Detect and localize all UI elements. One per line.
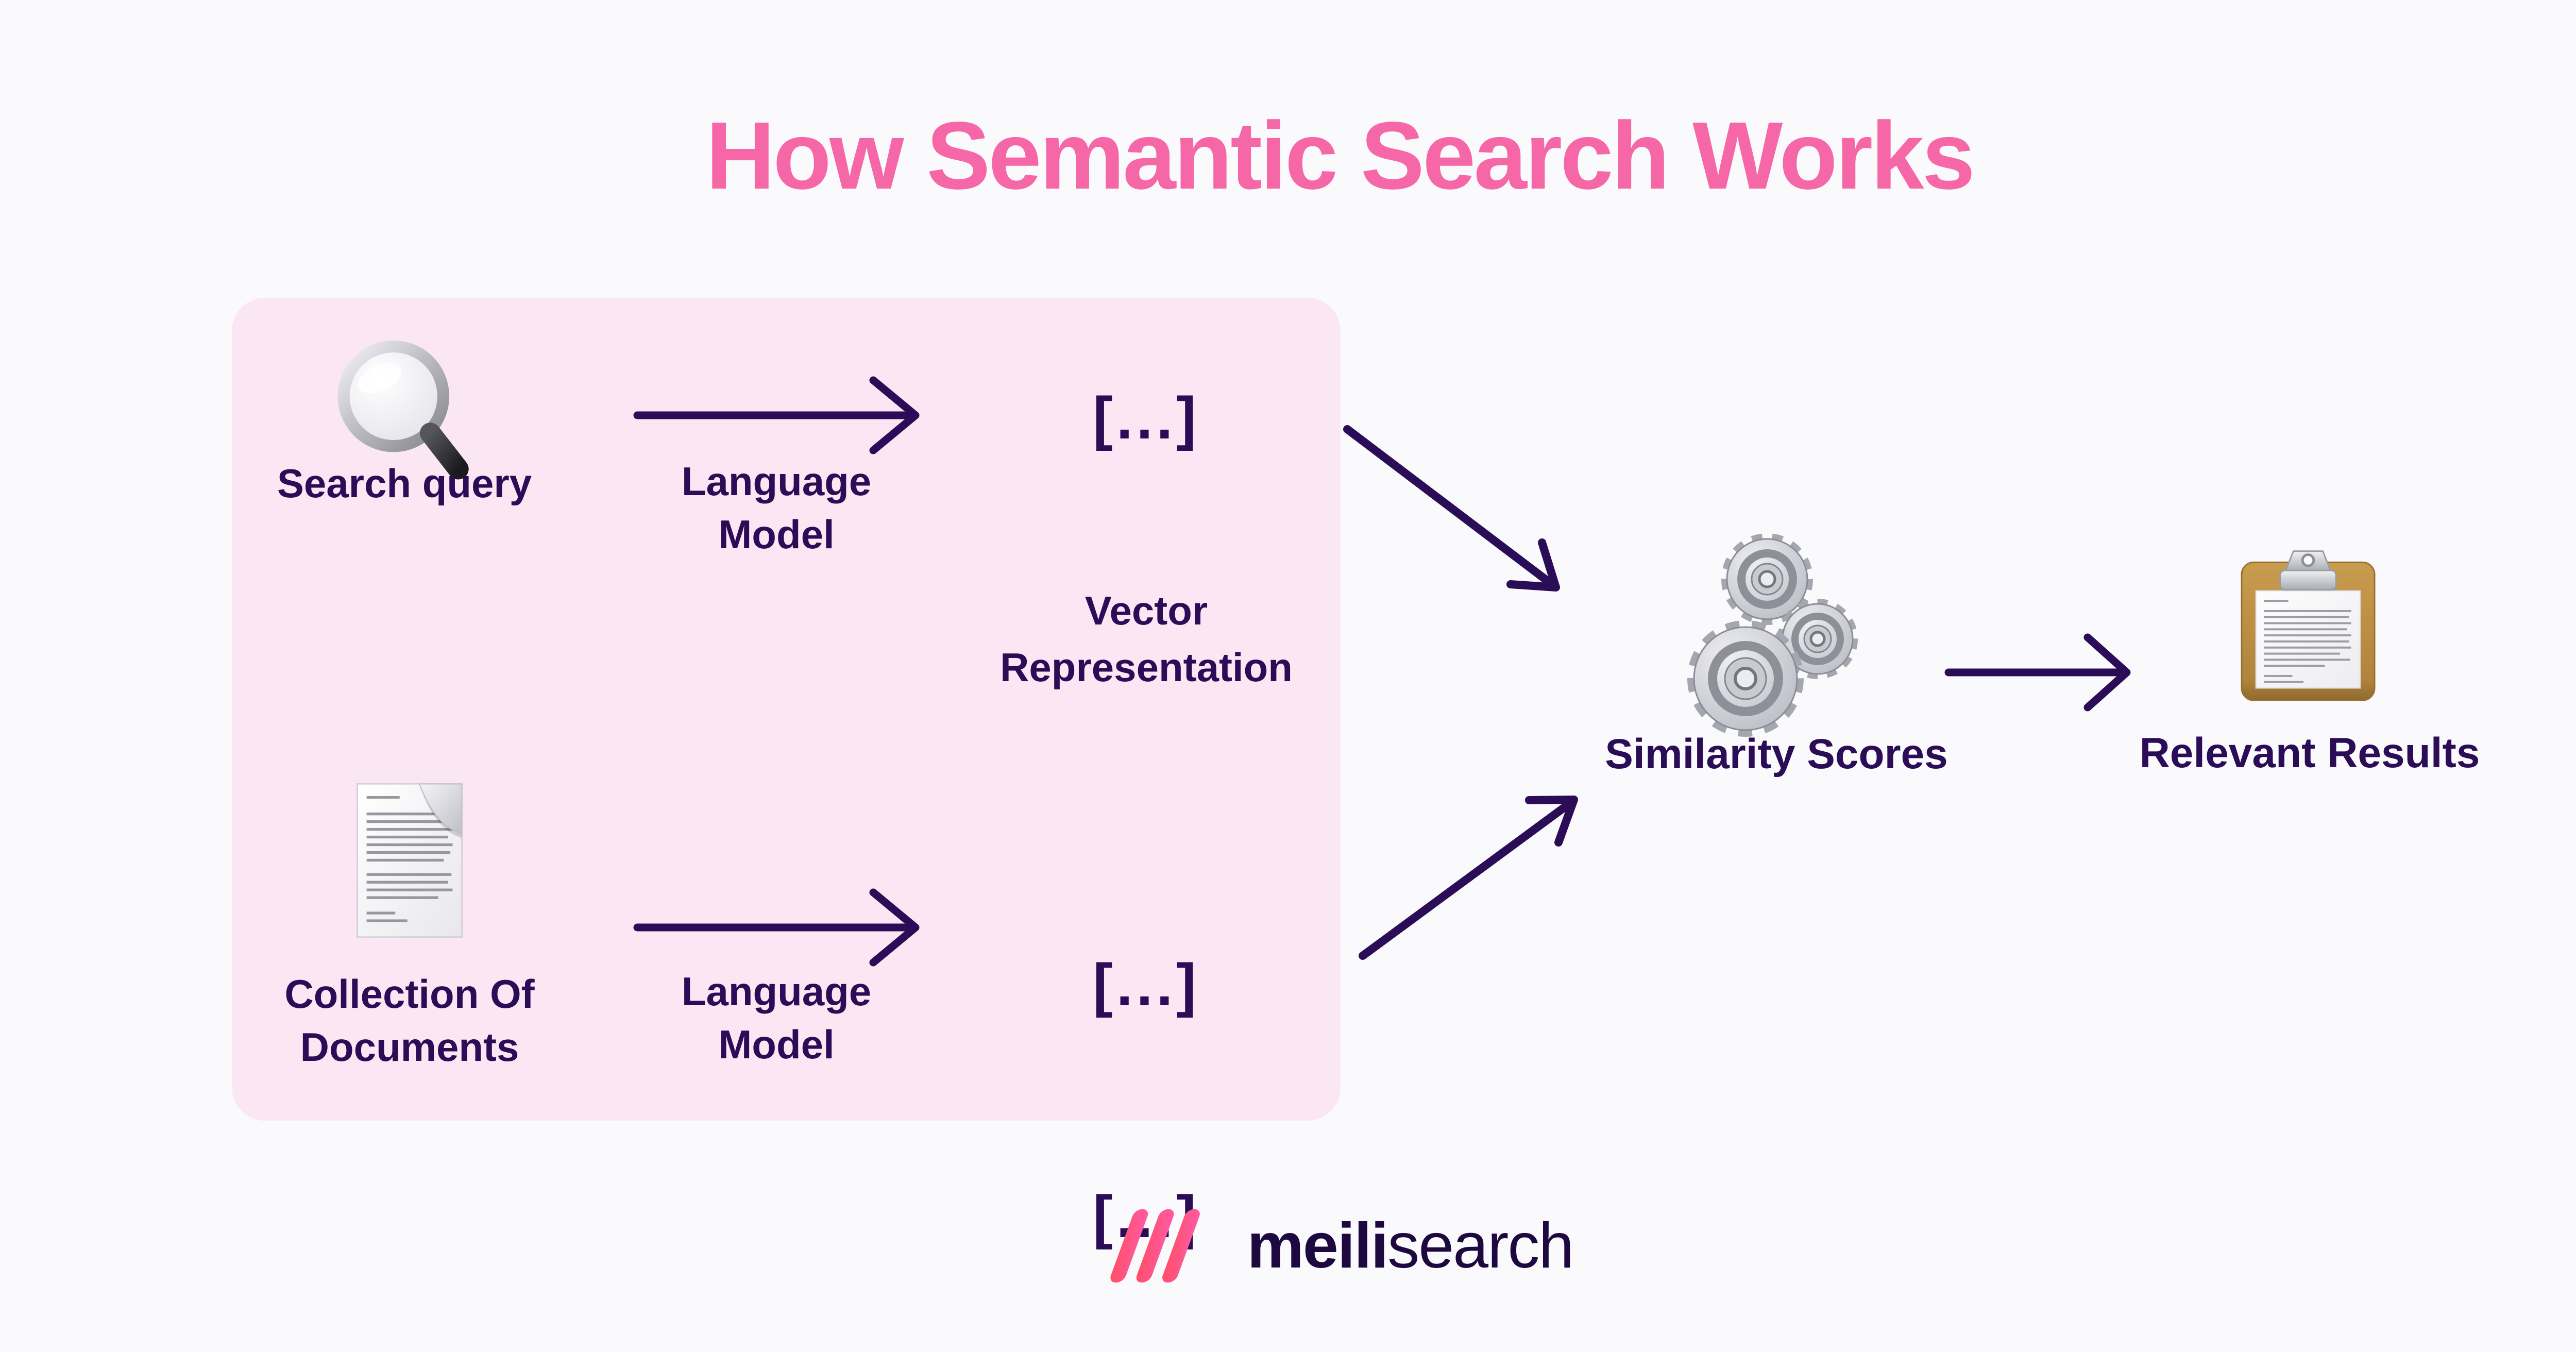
meilisearch-logo: meilisearch: [1106, 1207, 1574, 1285]
meilisearch-stripes-icon: [1110, 1209, 1200, 1283]
document-page-icon: [357, 783, 463, 938]
language-model-top-label: Language Model: [681, 459, 872, 557]
gear-front: [1687, 620, 1804, 737]
gears-icon: [1687, 533, 1858, 737]
arrow-query-to-vector: [633, 376, 920, 454]
query-vector-token: [...]: [1093, 385, 1200, 451]
similarity-scores-label: Similarity Scores: [1605, 731, 1948, 778]
relevant-results-label: Relevant Results: [2139, 730, 2480, 776]
magnifying-glass-icon: [337, 340, 469, 480]
clipboard-icon: [2241, 550, 2376, 701]
page-title: How Semantic Search Works: [705, 103, 1975, 209]
meilisearch-wordmark: meilisearch: [1247, 1210, 1574, 1281]
search-query-label: Search query: [277, 461, 532, 506]
arrow-query-vector-to-similarity: [1343, 425, 1560, 592]
collection-of-documents-label: Collection Of Documents: [284, 971, 535, 1070]
arrow-documents-to-vectors: [633, 888, 920, 967]
gear-top: [1721, 533, 1813, 625]
language-model-bottom-label: Language Model: [681, 969, 872, 1067]
arrow-document-vectors-to-similarity: [1359, 796, 1578, 960]
vector-representation-label: Vector Representation: [1000, 588, 1293, 690]
embedding-panel: Search query Language Model [...] Vector…: [232, 298, 1341, 1250]
arrow-similarity-to-results: [1944, 633, 2131, 712]
